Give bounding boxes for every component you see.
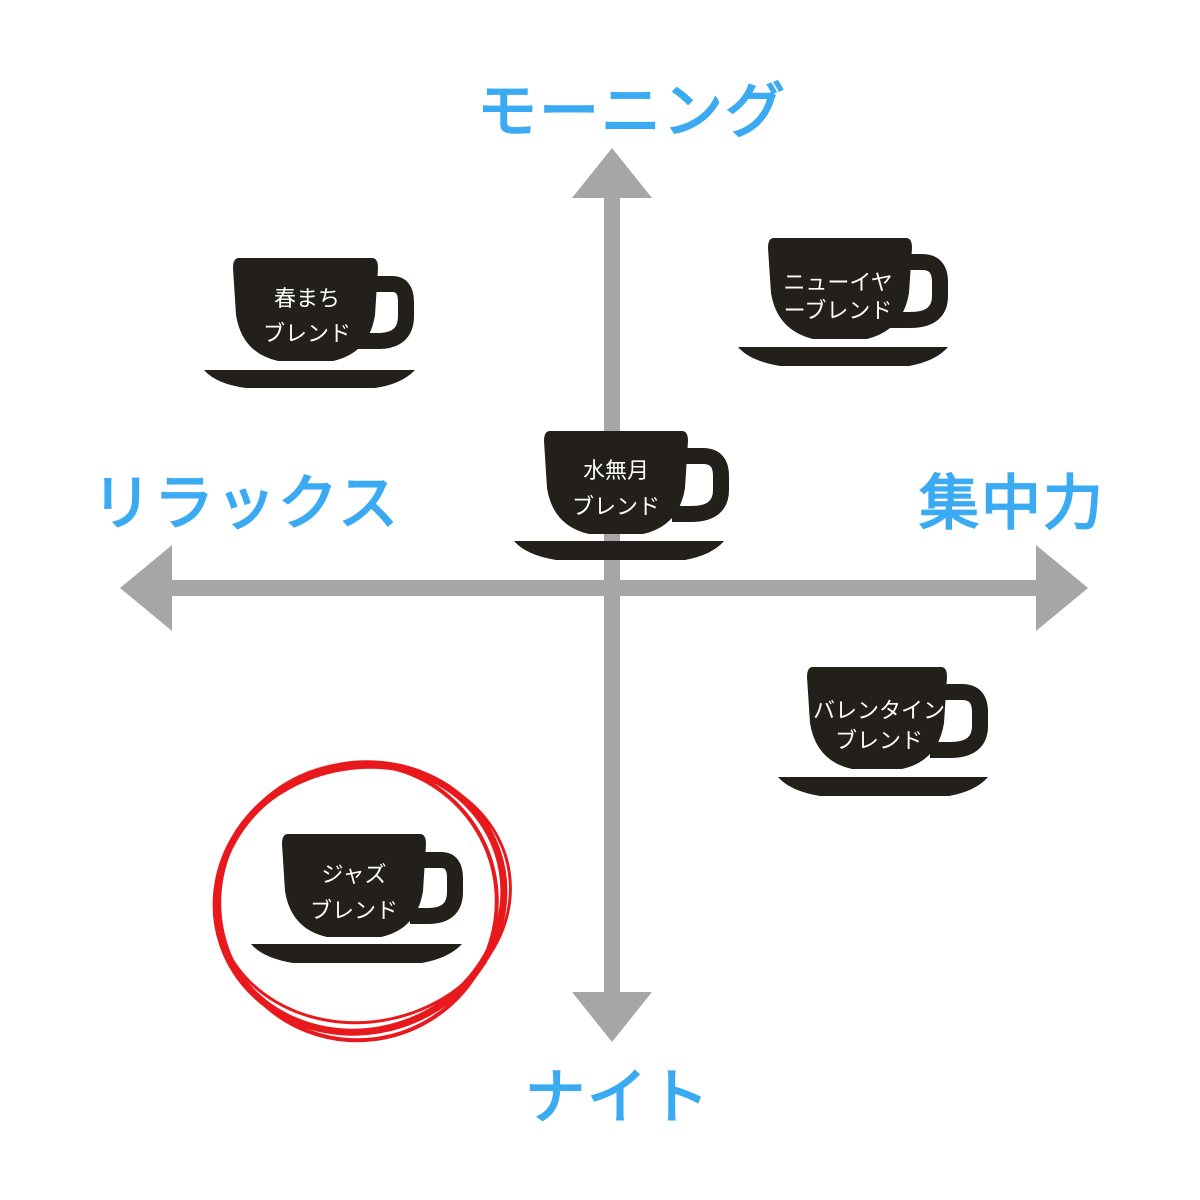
axis-label-top: モーニング (477, 77, 787, 147)
arrow-right-icon (1036, 545, 1088, 631)
axis-label-bottom: ナイト (525, 1063, 711, 1133)
cup-label-line1: ニューイヤ (783, 271, 892, 296)
arrow-down-icon (572, 992, 652, 1042)
arrow-up-icon (572, 148, 652, 198)
cup-label-line2: ブレンド (572, 495, 660, 520)
cup-label-line2: ブレンド (835, 729, 923, 754)
cup-label-line1: バレンタイン (813, 699, 945, 724)
highlight-circle (212, 760, 512, 1043)
axis-label-left: リラックス (92, 469, 400, 539)
cup-label-line2: ブレンド (263, 322, 351, 347)
cup-valentine: バレンタイン ブレンド (778, 667, 988, 796)
cup-haru-machi: 春まち ブレンド (204, 258, 415, 388)
cup-label-line1: 春まち (274, 287, 340, 312)
cup-minazuki: 水無月 ブレンド (514, 431, 729, 560)
cup-new-year: ニューイヤ ーブレンド (738, 238, 948, 366)
axis-label-right: 集中力 (918, 469, 1105, 539)
axes (120, 148, 1088, 1042)
cup-jazz: ジャズ ブレンド (251, 834, 463, 963)
cup-label-line1: ジャズ (322, 863, 387, 888)
cup-label-line2: ーブレンド (784, 299, 893, 324)
cup-label-line2: ブレンド (310, 899, 398, 924)
arrow-left-icon (120, 545, 172, 631)
cup-label-line1: 水無月 (583, 459, 649, 484)
